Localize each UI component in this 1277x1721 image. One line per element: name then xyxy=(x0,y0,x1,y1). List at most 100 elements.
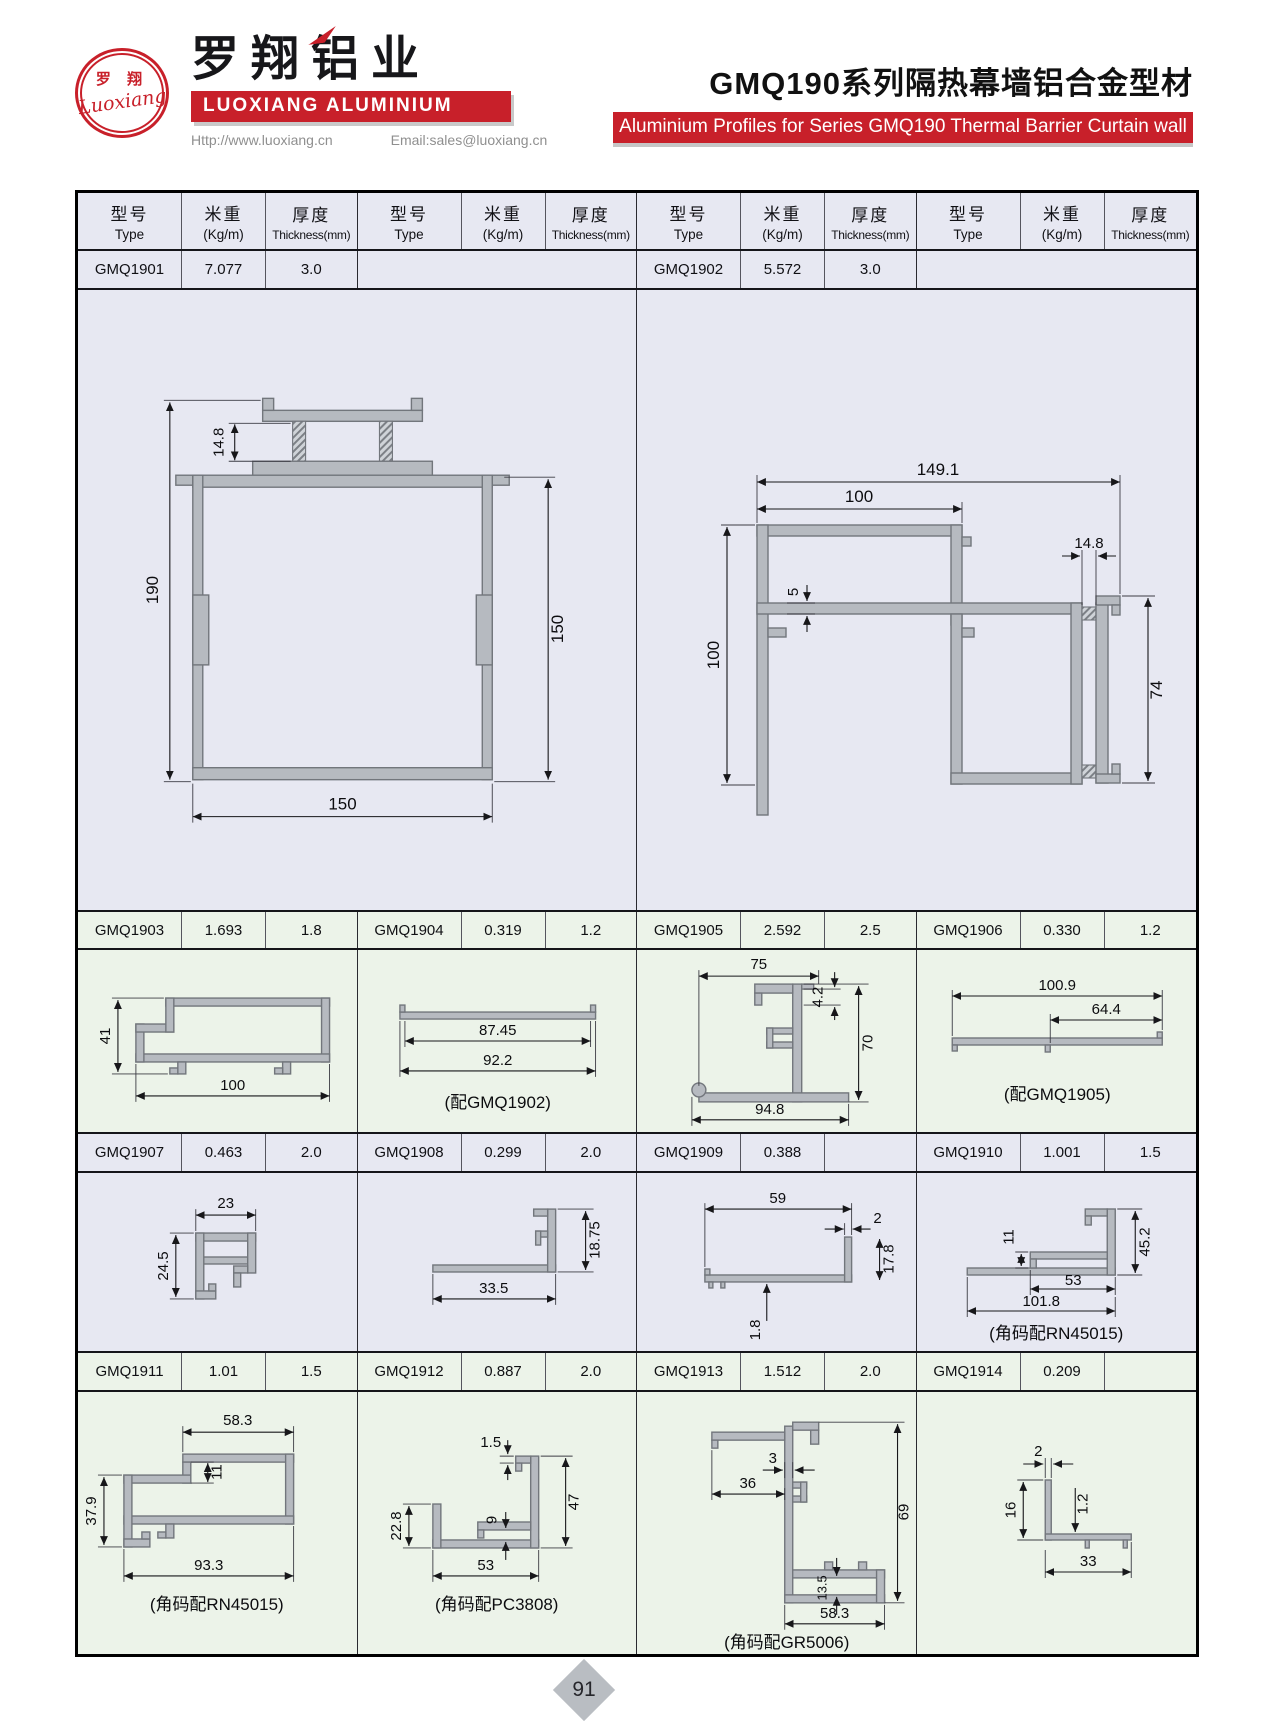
drawing-caption: (角码配PC3808) xyxy=(435,1595,558,1614)
dim-label: 100 xyxy=(845,487,873,506)
dim-label: 150 xyxy=(328,795,356,814)
dim-label: 36 xyxy=(739,1475,756,1492)
series-title-cn: GMQ190系列隔热幕墙铝合金型材 xyxy=(709,66,1193,101)
drawing-caption: (角码配RN45015) xyxy=(150,1595,284,1614)
dim-label: 11 xyxy=(1000,1229,1017,1245)
cell-thickness: 2.0 xyxy=(266,1134,358,1171)
data-row-1911-1914: GMQ1911 1.01 1.5 GMQ1912 0.887 2.0 GMQ19… xyxy=(78,1353,1196,1392)
dim-label: 14.8 xyxy=(1074,535,1103,552)
cell-type: GMQ1904 xyxy=(358,912,462,948)
profile-drawing-gmq1908: 33.5 18.75 xyxy=(431,1208,603,1305)
dim-label: 101.8 xyxy=(1022,1293,1060,1310)
col-header-weight: 米重 (Kg/m) xyxy=(182,193,266,249)
dim-label: 16 xyxy=(1002,1502,1019,1519)
drawing-band-1: 190 14.8 150 150 xyxy=(78,290,1196,912)
data-row-1901-1902: GMQ1901 7.077 3.0 GMQ1902 5.572 3.0 xyxy=(78,251,1196,290)
cell-type: GMQ1909 xyxy=(637,1134,741,1171)
cell-weight: 0.388 xyxy=(741,1134,825,1171)
drawing-cell-gmq1904: 87.45 92.2 (配GMQ1902) xyxy=(358,950,637,1132)
dim-label: 58.3 xyxy=(820,1605,849,1622)
cell-type: GMQ1913 xyxy=(637,1353,741,1390)
profile-drawing-gmq1901: 190 14.8 150 150 xyxy=(143,397,567,823)
cell-weight: 1.693 xyxy=(182,912,266,948)
dim-label: 94.8 xyxy=(755,1101,784,1118)
cell-empty xyxy=(917,251,1197,288)
drawing-cell-gmq1909: 59 2 17.8 1.8 xyxy=(637,1173,917,1351)
drawing-cell-gmq1910: 45.2 11 53 101.8 (角码配RN45015) xyxy=(917,1173,1197,1351)
dim-label: 2 xyxy=(1034,1443,1042,1460)
dim-label: 1.2 xyxy=(1074,1494,1091,1515)
cell-thickness: 2.0 xyxy=(825,1353,917,1390)
dim-label: 13.5 xyxy=(815,1575,830,1600)
dim-label: 149.1 xyxy=(917,460,960,479)
profile-shape: 45.2 11 53 101.8 (角码配RN45015) xyxy=(966,1208,1153,1343)
drawing-cell-gmq1903: 41 100 xyxy=(78,950,358,1132)
dim-label: 75 xyxy=(750,956,767,973)
col-header-weight: 米重 (Kg/m) xyxy=(462,193,546,249)
profile-drawing-gmq1912: 1.5 47 22.8 9 53 (角码配PC3808) xyxy=(387,1434,582,1614)
series-title-block: GMQ190系列隔热幕墙铝合金型材 Aluminium Profiles for… xyxy=(553,58,1193,143)
profile-drawing-gmq1911: 58.3 11 37.9 93.3 (角码配RN45015) xyxy=(83,1412,295,1614)
cell-weight: 0.209 xyxy=(1021,1353,1105,1390)
dim-label: 47 xyxy=(565,1494,582,1511)
profile-table: 型号 Type 米重 (Kg/m) 厚度 Thickness(mm) 型号 Ty… xyxy=(75,190,1199,1657)
cell-thickness: 2.5 xyxy=(825,912,917,948)
dim-label: 100.9 xyxy=(1038,977,1076,994)
cell-weight: 1.512 xyxy=(741,1353,825,1390)
table-header-row: 型号 Type 米重 (Kg/m) 厚度 Thickness(mm) 型号 Ty… xyxy=(78,193,1196,251)
dim-label: 1.5 xyxy=(480,1434,501,1451)
drawing-band-4: 58.3 11 37.9 93.3 (角码配RN45015) xyxy=(78,1392,1196,1654)
cell-weight: 0.299 xyxy=(462,1134,546,1171)
col-header-thickness: 厚度 Thickness(mm) xyxy=(825,193,917,249)
dim-label: 9 xyxy=(483,1516,500,1524)
dim-label: 100 xyxy=(220,1077,245,1094)
dim-label: 14.8 xyxy=(211,428,228,457)
drawing-caption: (配GMQ1902) xyxy=(444,1093,550,1112)
dim-label: 11 xyxy=(209,1464,226,1480)
logo-ring-icon: 罗 翔 Luoxiang xyxy=(75,48,169,138)
page-header: 罗 翔 Luoxiang 罗翔铝业 LUOXIANG ALUMINIUM Htt… xyxy=(75,34,1193,166)
cell-weight: 1.01 xyxy=(182,1353,266,1390)
logo-script-text: Luoxiang xyxy=(76,84,168,120)
profile-drawing-gmq1902: 149.1 100 100 5 14.8 74 xyxy=(704,460,1166,816)
dim-label: 190 xyxy=(143,576,162,604)
data-row-1907-1910: GMQ1907 0.463 2.0 GMQ1908 0.299 2.0 GMQ1… xyxy=(78,1134,1196,1173)
profile-shape: 100.9 64.4 (配GMQ1905) xyxy=(951,977,1163,1104)
cell-weight: 1.001 xyxy=(1021,1134,1105,1171)
cell-weight: 0.887 xyxy=(462,1353,546,1390)
profile-drawing-gmq1909: 59 2 17.8 1.8 xyxy=(704,1190,898,1340)
profile-shape: 149.1 100 100 5 14.8 74 xyxy=(704,460,1166,816)
drawing-cell-gmq1908: 33.5 18.75 xyxy=(358,1173,637,1351)
cell-type: GMQ1905 xyxy=(637,912,741,948)
profile-shape: 41 100 xyxy=(97,997,331,1102)
cell-weight: 0.330 xyxy=(1021,912,1105,948)
dim-label: 18.75 xyxy=(586,1221,603,1258)
cell-type: GMQ1912 xyxy=(358,1353,462,1390)
cell-type: GMQ1908 xyxy=(358,1134,462,1171)
dim-label: 23 xyxy=(217,1195,234,1212)
profile-drawing-gmq1910: 45.2 11 53 101.8 (角码配RN45015) xyxy=(966,1208,1153,1343)
dim-label: 87.45 xyxy=(479,1022,516,1039)
cell-thickness xyxy=(825,1134,917,1171)
drawing-caption: (配GMQ1905) xyxy=(1003,1085,1110,1104)
dim-label: 37.9 xyxy=(83,1496,100,1525)
drawing-band-3: 23 24.5 33.5 xyxy=(78,1173,1196,1353)
dim-label: 22.8 xyxy=(387,1511,404,1540)
dim-label: 3 xyxy=(769,1450,777,1467)
dim-label: 69 xyxy=(896,1504,913,1521)
website-text: Http://www.luoxiang.cn xyxy=(191,131,333,148)
cell-empty xyxy=(358,251,637,288)
profile-drawing-gmq1904: 87.45 92.2 (配GMQ1902) xyxy=(398,1004,596,1112)
col-header-weight: 米重 (Kg/m) xyxy=(1021,193,1105,249)
drawing-cell-gmq1902: 149.1 100 100 5 14.8 74 xyxy=(637,290,1196,910)
brand-block: 罗翔铝业 LUOXIANG ALUMINIUM Http://www.luoxi… xyxy=(191,34,547,148)
drawing-cell-gmq1911: 58.3 11 37.9 93.3 (角码配RN45015) xyxy=(78,1392,358,1654)
cell-thickness: 3.0 xyxy=(825,251,917,288)
cell-thickness: 1.5 xyxy=(266,1353,358,1390)
profile-shape: 190 14.8 150 150 xyxy=(143,397,567,823)
col-header-thickness: 厚度 Thickness(mm) xyxy=(266,193,358,249)
dim-label: 92.2 xyxy=(483,1052,512,1069)
cell-type: GMQ1907 xyxy=(78,1134,182,1171)
profile-shape: 2 1.2 16 33 xyxy=(1002,1443,1132,1578)
